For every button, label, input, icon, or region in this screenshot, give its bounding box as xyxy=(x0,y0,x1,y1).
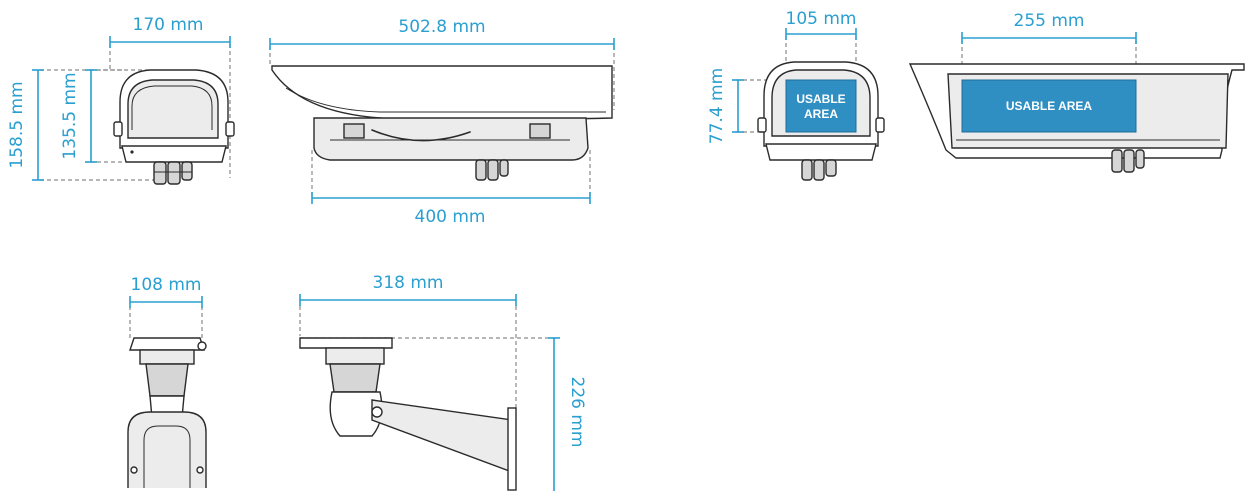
front-view-usable-area: USABLE AREA xyxy=(736,36,885,181)
width-label-170: 170 mm xyxy=(133,15,204,35)
usable-height-label-77-4: 77.4 mm xyxy=(707,68,727,144)
length-label-400: 400 mm xyxy=(415,207,486,227)
length-dimension-502-8: 502.8 mm xyxy=(269,17,615,50)
usable-length-label-255: 255 mm xyxy=(1014,11,1085,31)
front-view-housing xyxy=(40,44,235,185)
usable-area-side-label: USABLE AREA xyxy=(1006,99,1093,113)
bracket-height-dimension-226: 226 mm xyxy=(548,337,587,491)
usable-area-label-line1: USABLE xyxy=(796,92,845,106)
length-label-502-8: 502.8 mm xyxy=(398,17,485,37)
width-dimension-170: 170 mm xyxy=(109,15,231,48)
bracket-side-view xyxy=(299,306,556,491)
bracket-height-label-226: 226 mm xyxy=(567,377,587,448)
height-label-158-5: 158.5 mm xyxy=(7,81,27,168)
usable-length-dimension-255: 255 mm xyxy=(961,11,1137,44)
bracket-front-view xyxy=(127,306,207,488)
usable-height-dimension-77-4: 77.4 mm xyxy=(707,68,744,144)
bracket-width-dimension-108: 108 mm xyxy=(129,275,203,308)
bracket-length-label-318: 318 mm xyxy=(373,273,444,293)
usable-area-label-line2: AREA xyxy=(804,107,838,121)
height-dimension-135-5: 135.5 mm xyxy=(60,69,97,163)
bracket-length-dimension-318: 318 mm xyxy=(299,273,517,306)
length-dimension-400: 400 mm xyxy=(311,192,591,227)
usable-area-side xyxy=(961,79,1137,133)
usable-width-dimension-105: 105 mm xyxy=(785,9,857,40)
usable-width-label-105: 105 mm xyxy=(786,9,857,29)
height-label-135-5: 135.5 mm xyxy=(60,72,80,159)
height-dimension-158-5: 158.5 mm xyxy=(7,69,44,181)
bracket-width-label-108: 108 mm xyxy=(131,275,202,295)
side-view-housing xyxy=(269,46,615,198)
side-view-usable-area: USABLE AREA xyxy=(908,40,1245,173)
usable-area-front xyxy=(785,79,857,133)
